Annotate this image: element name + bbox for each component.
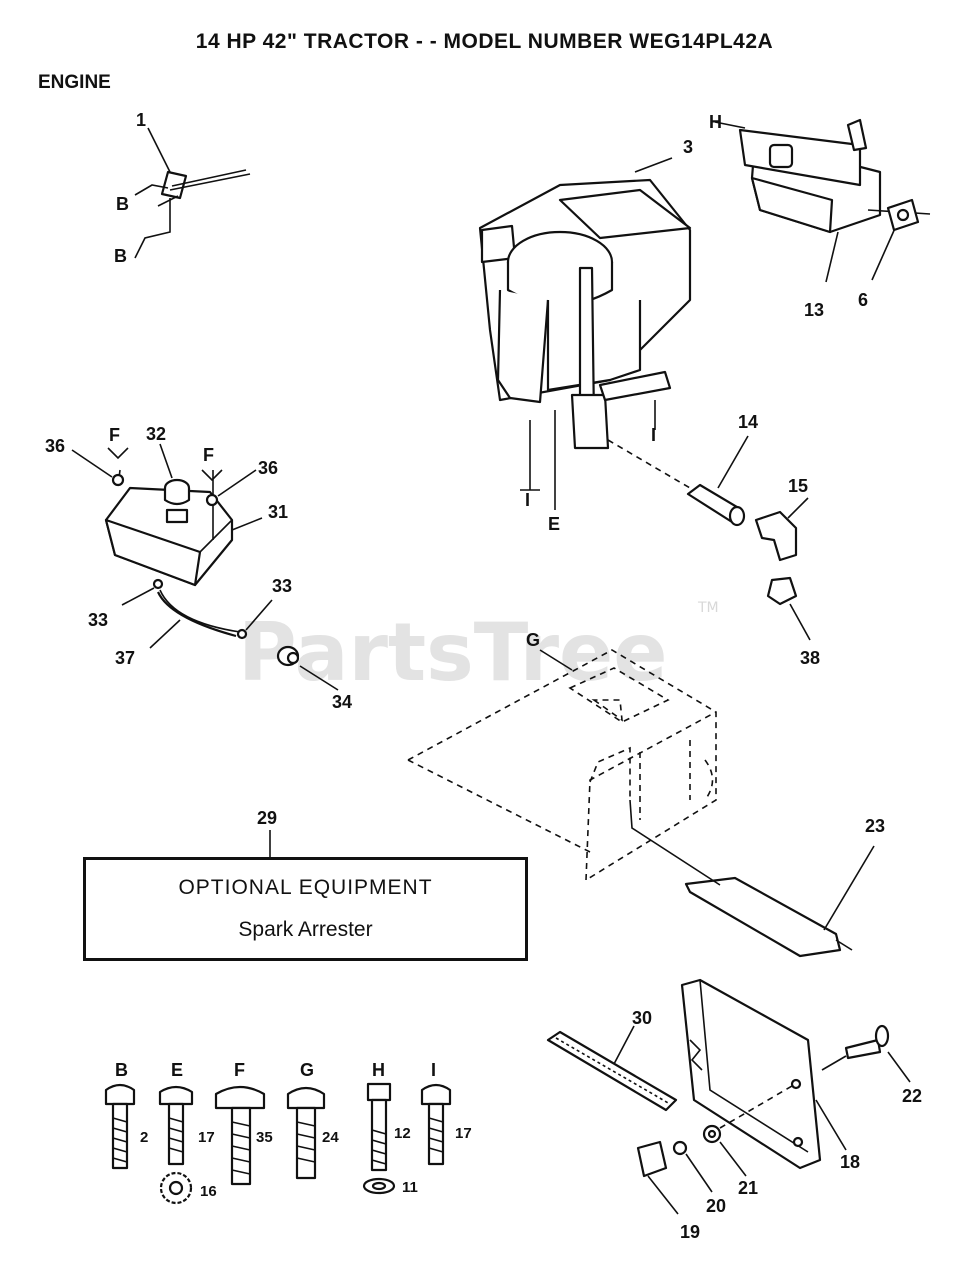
hardware-letter-b: B: [115, 1060, 128, 1080]
callout-14: 14: [738, 412, 758, 432]
hardware-letter-g: G: [300, 1060, 314, 1080]
part-6-gasket: [886, 198, 920, 232]
letter-f-2: F: [203, 445, 214, 465]
hardware-part-12: 12: [394, 1125, 411, 1142]
hardware-bolt-h: [362, 1082, 396, 1195]
callout-36-right: 36: [258, 458, 278, 478]
hardware-washer-11: 11: [402, 1179, 418, 1196]
callout-20: 20: [706, 1196, 726, 1216]
watermark-tm: TM: [697, 600, 719, 616]
letter-i-2: I: [525, 490, 530, 510]
callout-23: 23: [865, 816, 885, 836]
part-13-muffler: [714, 118, 931, 283]
hardware-letter-e: E: [171, 1060, 183, 1080]
hardware-bolt-b: [104, 1083, 136, 1170]
callout-6: 6: [858, 290, 868, 310]
hardware-letter-f: F: [234, 1060, 245, 1080]
letter-e: E: [548, 514, 560, 534]
hardware-bolt-g: [286, 1086, 326, 1180]
part-38-plug: [766, 576, 811, 641]
callout-34: 34: [332, 692, 352, 712]
callout-18: 18: [840, 1152, 860, 1172]
hardware-part-2: 2: [140, 1129, 148, 1146]
part-20-nut: [672, 1140, 713, 1193]
callout-15: 15: [788, 476, 808, 496]
letter-i-1: I: [651, 425, 656, 445]
optional-equipment-box: OPTIONAL EQUIPMENT Spark Arrester: [83, 857, 528, 961]
part-30-strip: [546, 1025, 678, 1112]
callout-32: 32: [146, 424, 166, 444]
callout-21: 21: [738, 1178, 758, 1198]
letter-h: H: [709, 112, 722, 132]
section-label: ENGINE: [38, 72, 111, 93]
hardware-part-35: 35: [256, 1129, 273, 1146]
part-36-clamps: [71, 447, 257, 507]
letter-b-1: B: [116, 194, 129, 214]
part-21-washer: [702, 1085, 793, 1177]
part-32-fuel-cap: [159, 443, 191, 524]
hardware-part-17-i: 17: [455, 1125, 472, 1142]
callout-13: 13: [804, 300, 824, 320]
callout-36-left: 36: [45, 436, 65, 456]
callout-37: 37: [115, 648, 135, 668]
part-18-plate: [680, 978, 847, 1170]
callout-19: 19: [680, 1222, 700, 1242]
hardware-washer-16: 16: [200, 1183, 217, 1200]
letter-b-2: B: [114, 246, 127, 266]
part-19-clip: [636, 1140, 679, 1215]
hardware-part-24: 24: [322, 1129, 339, 1146]
hardware-bolt-e: [158, 1085, 194, 1205]
hardware-part-17-e: 17: [198, 1129, 215, 1146]
callout-33-left: 33: [88, 610, 108, 630]
callout-1: 1: [136, 110, 146, 130]
part-3-engine: [478, 157, 692, 510]
callout-31: 31: [268, 502, 288, 522]
letter-g: G: [526, 630, 540, 650]
hardware-letter-i: I: [431, 1060, 436, 1080]
watermark: PartsTree: [238, 606, 668, 699]
part-31-fuel-tank: [104, 469, 263, 587]
hardware-letter-h: H: [372, 1060, 385, 1080]
callout-30: 30: [632, 1008, 652, 1028]
callout-3: 3: [683, 137, 693, 157]
part-37-fuel-line: [121, 578, 273, 649]
callout-33-right: 33: [272, 576, 292, 596]
callout-38: 38: [800, 648, 820, 668]
part-1-bracket: [134, 127, 251, 259]
optional-equipment-heading: OPTIONAL EQUIPMENT: [178, 876, 433, 899]
frame-outline: [407, 649, 717, 881]
part-15-elbow: [754, 497, 809, 562]
letter-f-1: F: [109, 425, 120, 445]
part-23-guard: [629, 799, 875, 958]
hardware-bolt-f: [214, 1085, 266, 1186]
part-34-grommet: [276, 645, 339, 691]
optional-equipment-item: Spark Arrester: [238, 918, 373, 941]
part-22-bolt: [821, 1024, 911, 1083]
hardware-bolt-i: [420, 1083, 452, 1166]
page-title: 14 HP 42" TRACTOR - - MODEL NUMBER WEG14…: [195, 30, 774, 53]
callout-22: 22: [902, 1086, 922, 1106]
part-14-fitting: [686, 435, 749, 527]
callout-29: 29: [257, 808, 277, 828]
